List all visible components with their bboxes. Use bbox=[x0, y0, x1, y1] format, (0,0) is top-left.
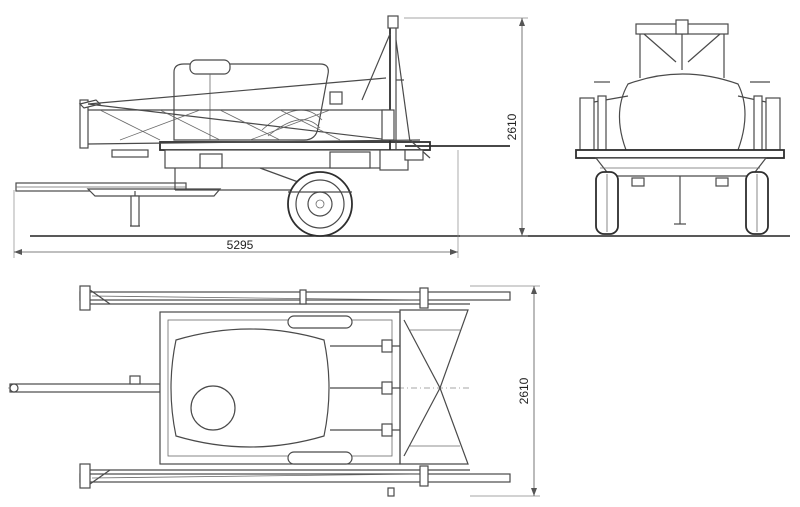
rear-view bbox=[575, 19, 785, 235]
plan-width-dimension: 2610 bbox=[470, 285, 540, 497]
plan-boom-top bbox=[79, 285, 511, 311]
length-dimension: 5295 bbox=[13, 150, 459, 258]
side-drawbar bbox=[15, 182, 222, 227]
plan-view: 2610 bbox=[8, 285, 540, 497]
side-tank bbox=[173, 59, 343, 141]
plan-boom-bottom bbox=[79, 463, 511, 497]
side-view: 5295 2610 bbox=[13, 15, 790, 258]
plan-boom-center bbox=[399, 309, 469, 465]
side-boom bbox=[78, 15, 510, 161]
plan-tank bbox=[170, 315, 353, 465]
side-wheel bbox=[287, 171, 353, 237]
plan-width-label: 2610 bbox=[517, 377, 531, 404]
overall-length-label: 5295 bbox=[227, 238, 254, 252]
overall-height-label: 2610 bbox=[505, 113, 519, 140]
height-dimension: 2610 bbox=[404, 17, 528, 237]
